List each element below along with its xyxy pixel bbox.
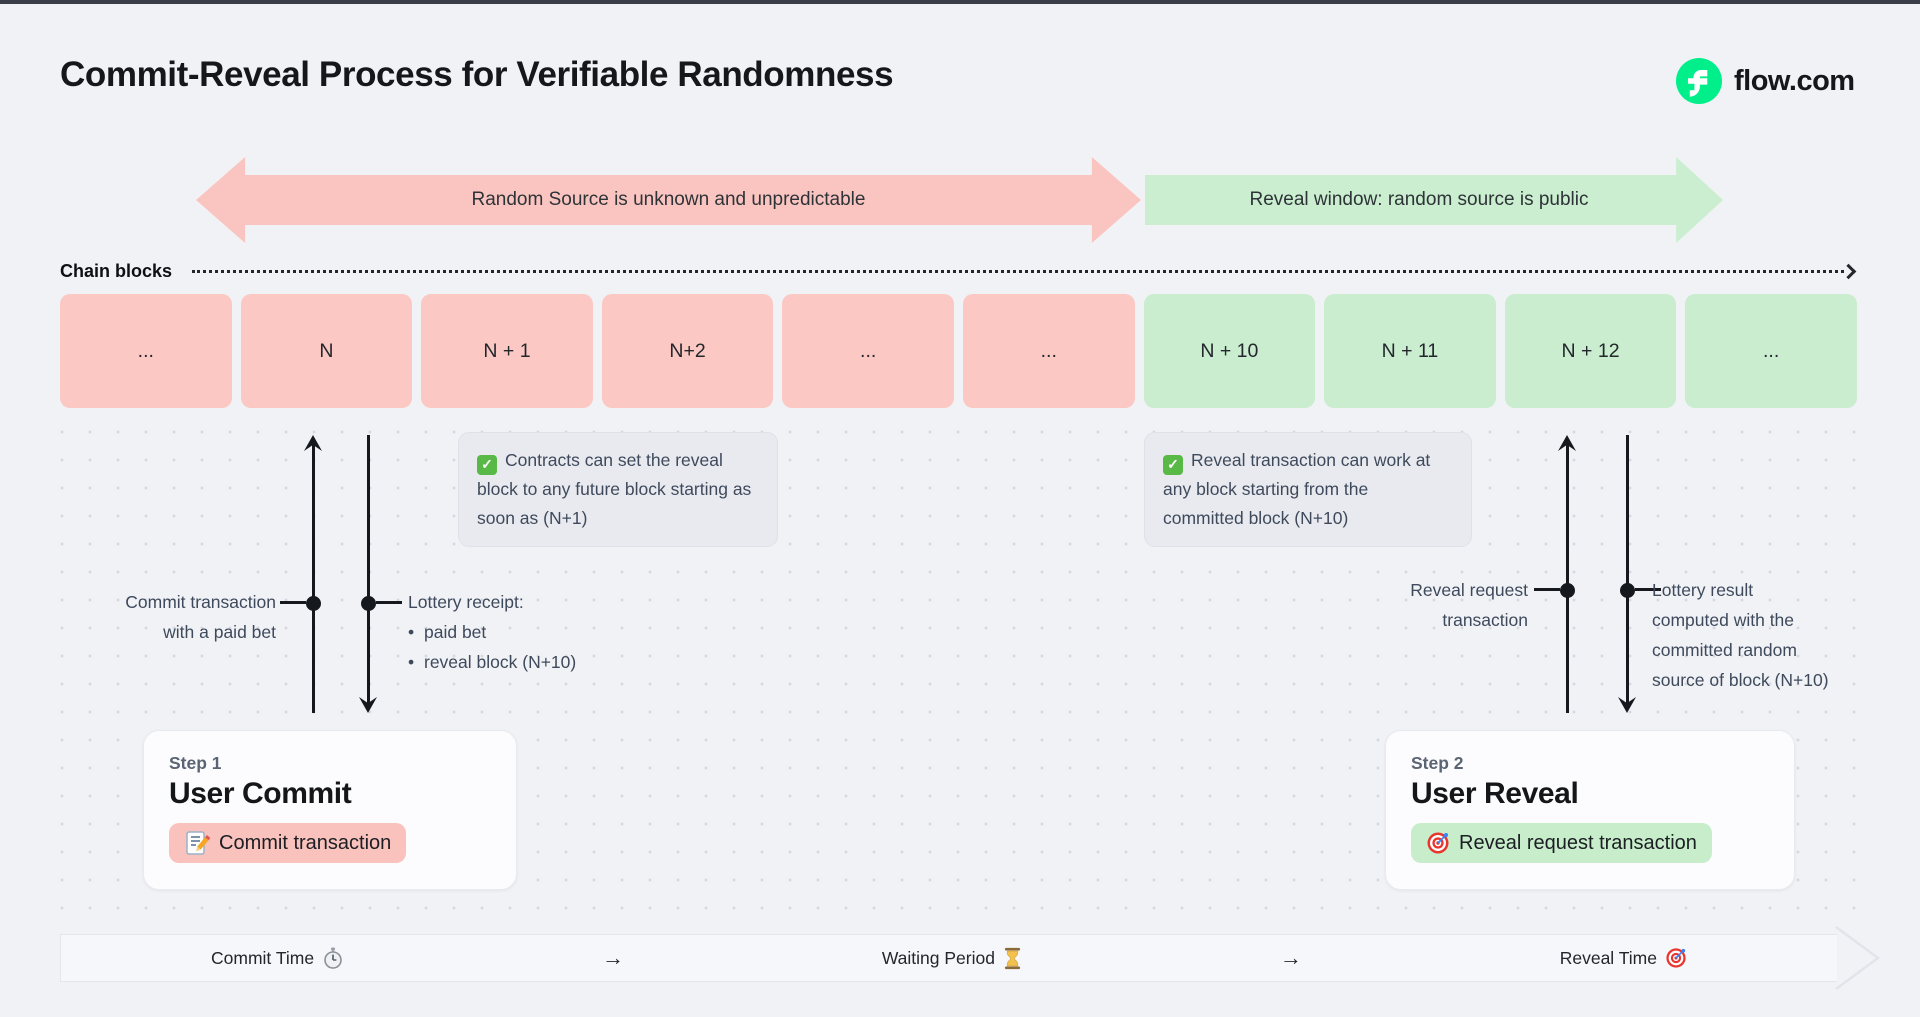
- result-label-line: computed with the: [1652, 610, 1795, 630]
- waiting-period-segment: Waiting Period: [882, 947, 1022, 970]
- brand-name: flow.com: [1734, 64, 1855, 97]
- reveal-label-line: transaction: [1442, 610, 1528, 630]
- lottery-receipt-down-arrow: [359, 435, 377, 713]
- chain-block: ...: [782, 294, 954, 408]
- page-title: Commit-Reveal Process for Verifiable Ran…: [60, 55, 894, 94]
- chain-block-label: ...: [860, 339, 877, 362]
- chain-block: N+2: [601, 294, 774, 408]
- chain-block-label: N + 12: [1561, 339, 1620, 362]
- result-label-line: Lottery result: [1652, 580, 1754, 600]
- reveal-request-label: Reveal request transaction: [1410, 575, 1528, 635]
- check-icon: ✓: [1163, 454, 1183, 475]
- chain-timeline-arrow-icon: [1840, 263, 1857, 280]
- step2-title: User Reveal: [1411, 777, 1579, 810]
- chain-block-label: N+2: [669, 339, 706, 362]
- lottery-result-down-arrow: [1618, 435, 1636, 713]
- reveal-time-label: Reveal Time: [1559, 947, 1657, 968]
- commit-phase-label: Random Source is unknown and unpredictab…: [471, 189, 866, 210]
- lottery-result-label: Lottery result computed with the committ…: [1652, 575, 1829, 695]
- target-icon: [1665, 947, 1687, 969]
- chain-block: N + 12: [1504, 294, 1677, 408]
- chain-block: ...: [962, 294, 1135, 408]
- reveal-node-dot: [1560, 583, 1575, 598]
- commit-label-connector: [280, 601, 306, 604]
- reveal-request-badge: Reveal request transaction: [1411, 823, 1712, 863]
- commit-transaction-badge: Commit transaction: [169, 823, 407, 863]
- lottery-receipt-label: Lottery receipt: paid bet reveal block (…: [408, 587, 576, 677]
- flow-brand-link[interactable]: flow.com: [1676, 58, 1855, 104]
- chain-block-label: N + 1: [483, 339, 531, 362]
- commit-note-text: Contracts can set the reveal block to an…: [477, 450, 752, 528]
- target-icon: [1426, 831, 1450, 855]
- chain-block: ...: [1685, 294, 1857, 408]
- reveal-badge-label: Reveal request transaction: [1459, 831, 1697, 854]
- reveal-time-segment: Reveal Time: [1560, 947, 1687, 969]
- commit-phase-arrow: Random Source is unknown and unpredictab…: [196, 157, 1141, 243]
- step1-eyebrow: Step 1: [169, 753, 222, 773]
- commit-time-segment: Commit Time: [211, 947, 344, 969]
- commit-label-line: with a paid bet: [163, 622, 276, 642]
- receipt-bullet: paid bet: [408, 617, 576, 647]
- commit-transaction-up-arrow: [304, 435, 322, 713]
- receipt-bullet: reveal block (N+10): [408, 647, 576, 677]
- chain-blocks-label: Chain blocks: [60, 261, 173, 281]
- chain-block: N + 11: [1324, 294, 1496, 408]
- arrow-right-icon: →: [601, 945, 624, 970]
- reveal-label-connector: [1534, 588, 1560, 591]
- chain-timeline-dotted-line: [192, 270, 1844, 273]
- reveal-phase-arrow: Reveal window: random source is public: [1145, 157, 1723, 243]
- chain-block: N + 1: [421, 294, 593, 408]
- chain-block-label: ...: [1763, 339, 1780, 362]
- result-label-connector: [1635, 588, 1661, 591]
- stopwatch-icon: [322, 947, 344, 969]
- result-node-dot: [1620, 583, 1635, 598]
- reveal-label-line: Reveal request: [1410, 580, 1528, 600]
- top-window-strip: [0, 0, 1920, 4]
- step1-title: User Commit: [169, 777, 352, 810]
- chain-block-label: ...: [137, 339, 154, 362]
- commit-time-label: Commit Time: [211, 947, 315, 968]
- commit-note-box: ✓Contracts can set the reveal block to a…: [458, 432, 778, 547]
- commit-label-line: Commit transaction: [125, 592, 276, 612]
- chain-block: N: [240, 294, 413, 408]
- reveal-phase-label: Reveal window: random source is public: [1249, 189, 1589, 210]
- phase-arrow-1: →: [602, 945, 624, 971]
- chain-block: ...: [60, 294, 232, 408]
- result-label-line: committed random: [1652, 640, 1797, 660]
- chain-block-label: N + 11: [1381, 339, 1439, 362]
- timeline-end-chevron: [1833, 924, 1883, 992]
- check-icon: ✓: [477, 454, 497, 475]
- flow-logo-icon: [1676, 58, 1722, 104]
- result-label-line: source of block (N+10): [1652, 670, 1829, 690]
- arrow-right-icon: →: [1279, 945, 1302, 970]
- chain-block-label: ...: [1040, 339, 1057, 362]
- step2-eyebrow: Step 2: [1411, 753, 1464, 773]
- reveal-request-up-arrow: [1558, 435, 1576, 713]
- step2-card: Step 2 User Reveal Reveal request transa…: [1385, 730, 1795, 890]
- receipt-label-connector: [376, 601, 402, 604]
- chain-block-label: N + 10: [1200, 339, 1259, 362]
- phase-arrow-2: →: [1280, 945, 1302, 971]
- chain-block: N + 10: [1143, 294, 1316, 408]
- chain-block-label: N: [319, 339, 334, 362]
- chain-blocks-row: ... N N + 1 N+2 ... ... N + 10 N + 11 N …: [60, 294, 1857, 408]
- commit-node-dot: [306, 596, 321, 611]
- time-phases-bar: Commit Time → Waiting Period → Reveal Ti: [60, 934, 1837, 982]
- receipt-node-dot: [361, 596, 376, 611]
- hourglass-icon: [1003, 947, 1022, 970]
- reveal-note-text: Reveal transaction can work at any block…: [1163, 450, 1431, 528]
- step1-card: Step 1 User Commit Commit transaction: [143, 730, 517, 890]
- memo-icon: [184, 830, 210, 856]
- commit-transaction-label: Commit transaction with a paid bet: [125, 587, 276, 647]
- commit-badge-label: Commit transaction: [219, 831, 392, 854]
- reveal-note-box: ✓Reveal transaction can work at any bloc…: [1144, 432, 1472, 547]
- waiting-period-label: Waiting Period: [881, 947, 995, 968]
- receipt-title: Lottery receipt:: [408, 592, 524, 612]
